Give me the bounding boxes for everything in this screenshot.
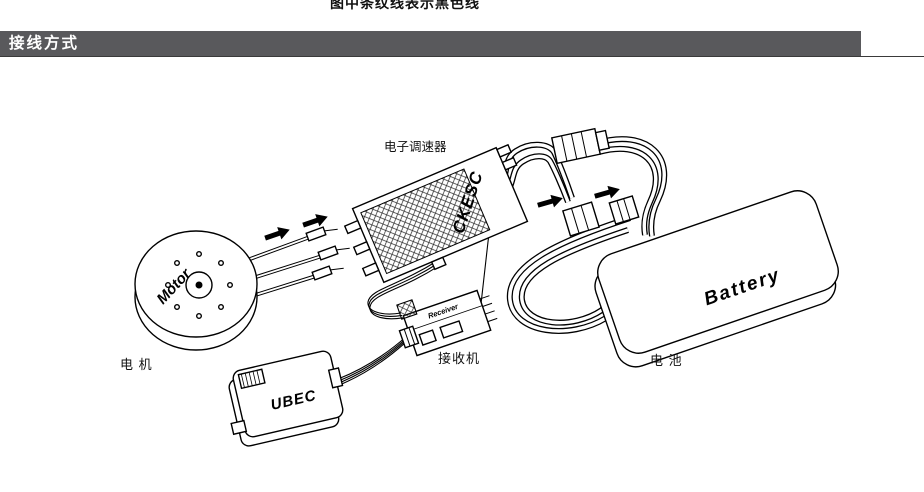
esc-heatsink-fins <box>360 168 491 275</box>
barcode-label <box>237 368 266 390</box>
direction-arrow <box>536 191 565 212</box>
receiver-illustration: Receiver <box>402 289 498 357</box>
esc-caption: 电子调速器 <box>384 140 447 154</box>
servo-connector <box>396 299 418 320</box>
motor-wires <box>248 235 323 299</box>
motor-screw-holes <box>164 250 233 320</box>
bullet-connector <box>317 245 350 261</box>
connector-plug-b <box>608 195 640 225</box>
battery-top-connector <box>550 127 611 165</box>
ubec-receiver-wires <box>334 335 408 388</box>
esc-illustration <box>343 143 529 284</box>
bullet-connector <box>305 226 338 242</box>
motor-caption: 电 机 <box>120 357 153 372</box>
section-header-bar: 接线方式 <box>0 31 861 56</box>
section-header: 接线方式 <box>0 31 924 57</box>
servo-ribbon-wire <box>367 260 440 320</box>
motor-shaft-dot <box>195 281 203 289</box>
direction-arrow <box>593 182 622 203</box>
bullet-connector <box>311 265 344 281</box>
direction-arrow <box>263 223 292 245</box>
connector-plug-a <box>561 201 601 237</box>
battery-loop-wires <box>506 215 631 334</box>
antenna-wire <box>480 232 490 305</box>
receiver-caption: 接收机 <box>438 351 480 366</box>
ubec-illustration: UBEC <box>228 350 344 447</box>
section-title: 接线方式 <box>9 35 80 52</box>
ubec-bundle-connector <box>398 325 420 349</box>
motor-illustration: Motor <box>134 230 258 351</box>
battery-caption: 电 池 <box>650 353 683 368</box>
battery-illustration: Battery <box>594 190 839 368</box>
figure-note: 图中条纹线表示黑色线 <box>330 0 480 11</box>
direction-arrow <box>301 210 330 232</box>
